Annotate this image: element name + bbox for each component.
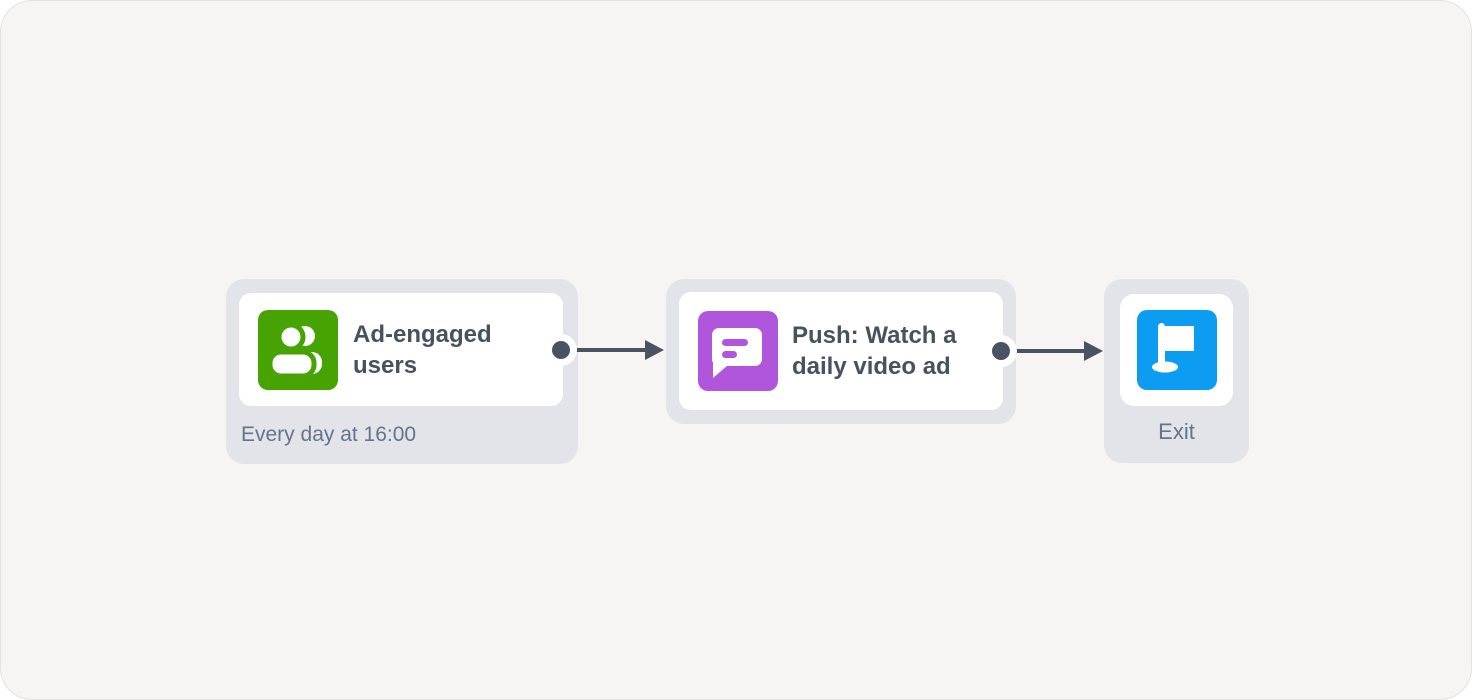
node-push-message[interactable]: Push: Watch a daily video ad	[666, 279, 1016, 424]
connector-line	[567, 348, 649, 352]
node-trigger-segment[interactable]: Ad-engaged users Every day at 16:00	[226, 279, 578, 464]
connector-line	[1008, 349, 1087, 353]
users-icon	[258, 309, 338, 390]
trigger-schedule: Every day at 16:00	[241, 423, 417, 446]
push-output-port	[992, 342, 1010, 360]
exit-card[interactable]	[1120, 294, 1233, 406]
chat-message-icon	[698, 311, 778, 391]
arrowhead-icon	[645, 340, 664, 360]
exit-label: Exit	[1158, 419, 1195, 444]
trigger-card[interactable]: Ad-engaged users	[239, 293, 563, 406]
trigger-title: Ad-engaged users	[353, 320, 492, 379]
push-title: Push: Watch a daily video ad	[792, 322, 957, 380]
arrowhead-icon	[1084, 341, 1103, 361]
node-exit[interactable]: Exit	[1104, 279, 1249, 463]
flag-icon	[1136, 310, 1217, 390]
push-card[interactable]: Push: Watch a daily video ad	[679, 292, 1003, 410]
trigger-output-port	[552, 341, 570, 359]
